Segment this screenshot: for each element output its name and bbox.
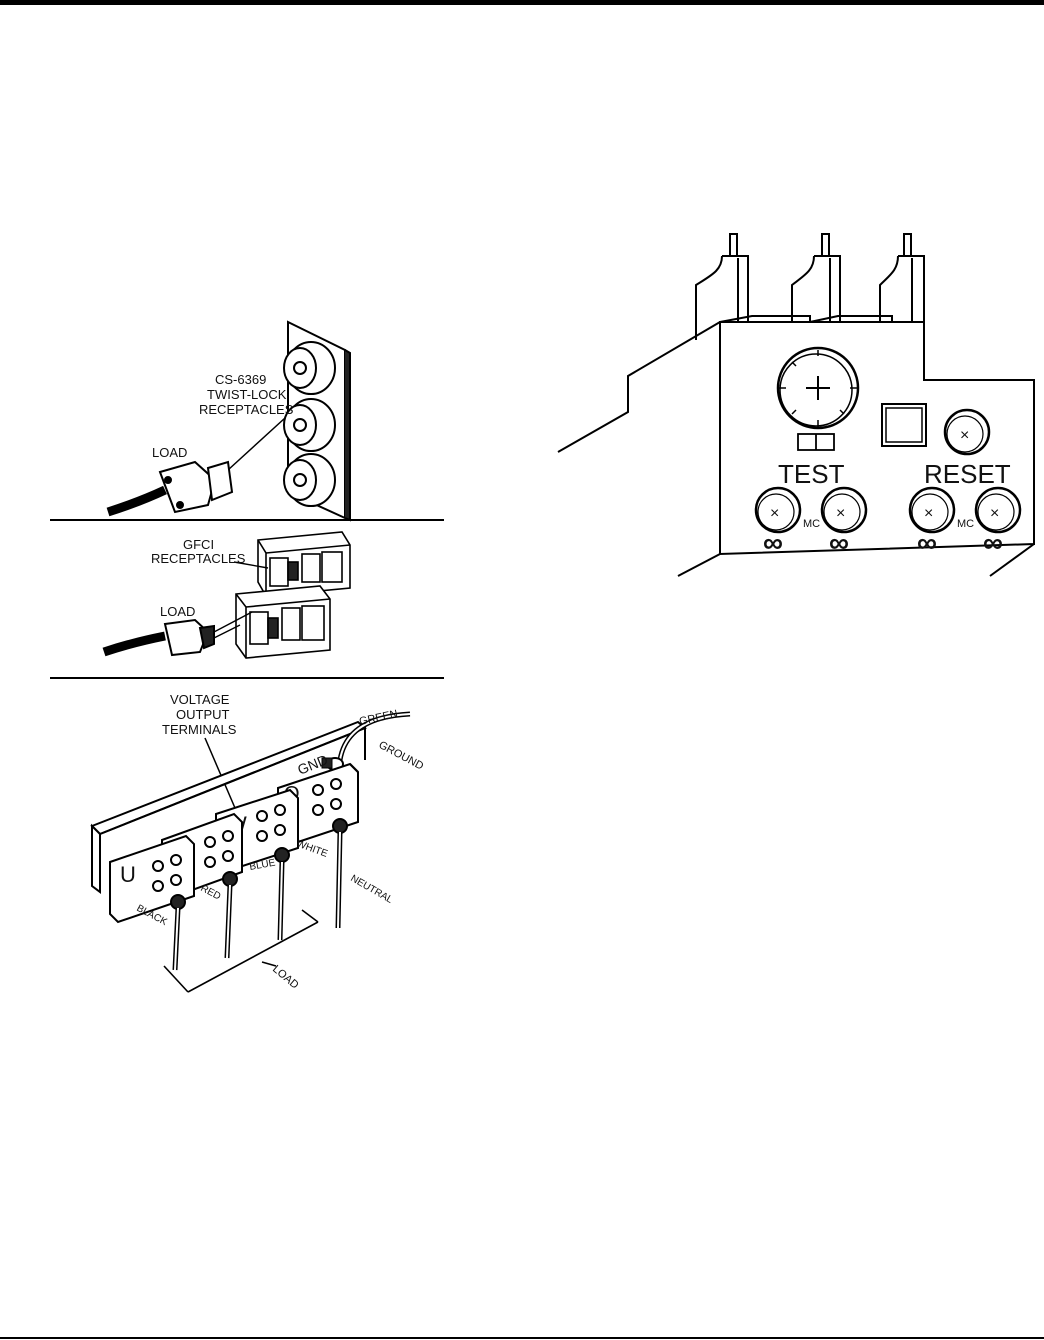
terminal-plate-u: [109, 834, 195, 924]
gfci-load-label: LOAD: [160, 604, 195, 619]
contact-screw-3[interactable]: [908, 486, 956, 534]
twist-lock-type-label: TWIST-LOCK: [207, 387, 287, 402]
current-adjust-dial[interactable]: [776, 346, 860, 430]
infinity-symbol-2: ∞: [829, 527, 849, 558]
reset-screw-mark: ×: [960, 427, 969, 444]
green-wire-label: GREEN: [358, 708, 399, 728]
gfci-receptacles-label: RECEPTACLES: [151, 551, 246, 566]
red-wire-label: RED: [199, 883, 223, 903]
terminals-title-voltage: VOLTAGE: [170, 692, 230, 707]
reset-button[interactable]: [943, 408, 991, 456]
infinity-symbol-1: ∞: [763, 527, 783, 558]
twist-lock-load-label: LOAD: [152, 445, 187, 460]
twist-lock-receptacle: [283, 398, 336, 452]
contact-screw-1[interactable]: [754, 486, 802, 534]
twist-lock-model-number: CS-6369: [215, 372, 266, 387]
mc-label-left: MC: [803, 518, 820, 530]
twist-lock-receptacles-label: RECEPTACLES: [199, 402, 294, 417]
infinity-symbol-3: ∞: [917, 527, 937, 558]
relay-top-terminal: [879, 233, 925, 322]
terminals-load-label: LOAD: [270, 963, 301, 991]
blue-wire-label: BLUE: [249, 858, 277, 873]
terminal-board: [90, 720, 367, 894]
mc-label-right: MC: [957, 518, 974, 530]
relay-top-terminal: [791, 233, 841, 322]
twist-lock-receptacle: [283, 341, 336, 395]
neutral-wire-label: NEUTRAL: [349, 873, 395, 906]
screw-2-mark: ×: [836, 505, 845, 522]
terminals-pointer-line: [204, 737, 236, 809]
dial-indicator-window: [797, 433, 835, 451]
gfci-pointer-line: [233, 561, 269, 569]
ground-wire-label: GROUND: [377, 739, 426, 773]
ground-wire: [321, 711, 411, 771]
gfci-plug: [102, 611, 253, 657]
test-label: TEST: [778, 459, 845, 489]
terminals-title-terminals: TERMINALS: [162, 722, 237, 737]
gfci-receptacle-upper: [257, 531, 351, 597]
screw-4-mark: ×: [990, 505, 999, 522]
relay-square-button[interactable]: [881, 403, 927, 447]
terminals-title-output: OUTPUT: [176, 707, 230, 722]
white-wire-label: WHITE: [295, 838, 329, 859]
bottom-rule: [0, 1337, 1044, 1339]
screw-1-mark: ×: [770, 505, 779, 522]
contact-screw-4[interactable]: [974, 486, 1022, 534]
gfci-receptacle-lower: [235, 585, 331, 659]
screw-3-mark: ×: [924, 505, 933, 522]
twist-lock-panel: [227, 320, 351, 522]
twist-lock-plug: [106, 460, 234, 517]
terminal-u-letter: U: [120, 862, 136, 887]
contact-screw-2[interactable]: [820, 486, 868, 534]
top-rule: [0, 0, 1044, 5]
relay-top-terminal: [695, 233, 749, 340]
reset-label: RESET: [924, 459, 1011, 489]
gfci-title-label: GFCI: [183, 537, 214, 552]
load-bracket: [163, 909, 319, 993]
infinity-symbol-4: ∞: [983, 527, 1003, 558]
twist-lock-receptacle: [283, 453, 336, 507]
